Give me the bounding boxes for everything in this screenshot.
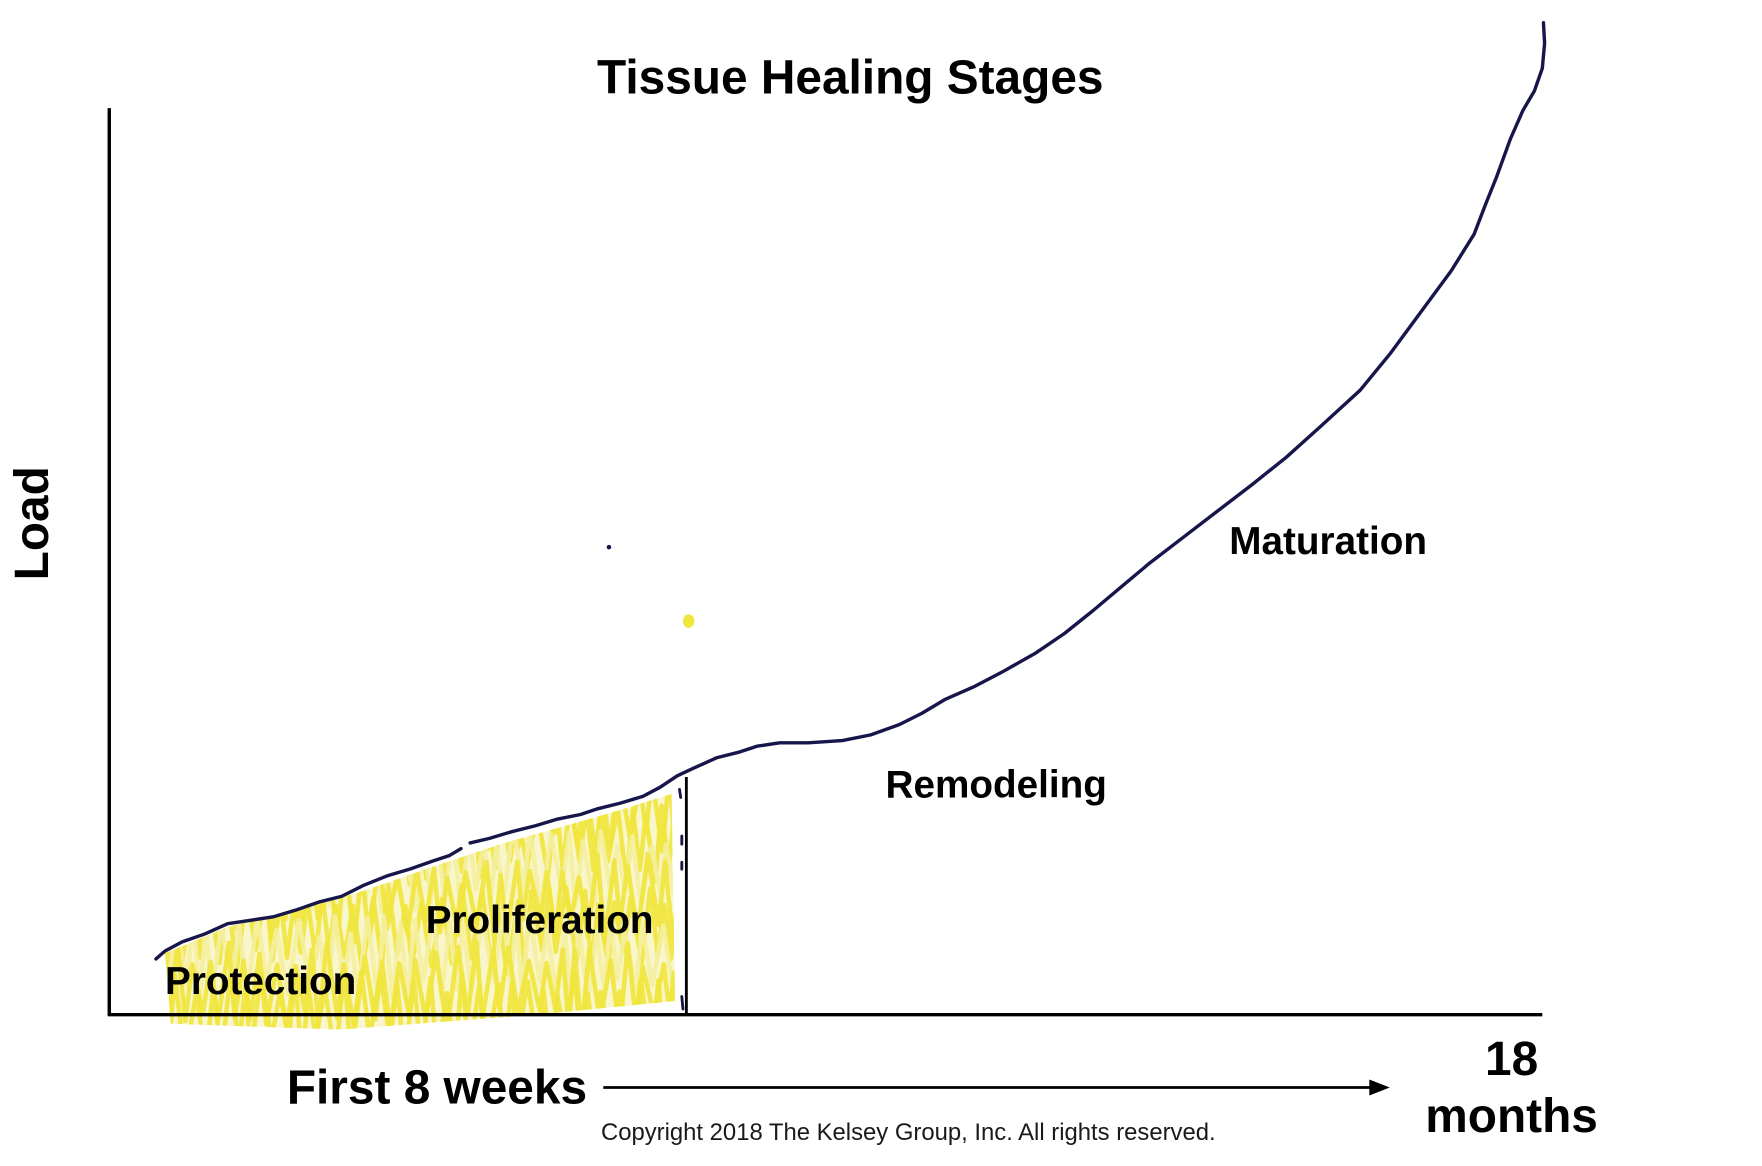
y-axis-label: Load — [6, 466, 59, 580]
stage-label-proliferation: Proliferation — [426, 899, 654, 942]
timeline-arrow-head — [1369, 1079, 1390, 1096]
x-axis-end-label-number: 18 — [1485, 1033, 1538, 1086]
stage-label-remodeling: Remodeling — [886, 763, 1107, 806]
healing-curve — [468, 21, 1547, 845]
phase-divider-dashes — [678, 788, 685, 1011]
stray-dot — [606, 544, 612, 550]
highlight-scribble-stroke — [165, 939, 675, 1030]
copyright-notice: Copyright 2018 The Kelsey Group, Inc. Al… — [601, 1119, 1216, 1146]
yellow-mark — [682, 614, 695, 628]
highlight-scribble-stroke — [165, 910, 675, 1004]
x-axis-end-label-unit: months — [1425, 1090, 1598, 1143]
healing-curve-early — [154, 846, 463, 961]
x-axis-start-label: First 8 weeks — [287, 1061, 587, 1114]
stage-label-maturation: Maturation — [1229, 520, 1427, 563]
chart-title: Tissue Healing Stages — [597, 51, 1103, 104]
stage-label-protection: Protection — [165, 960, 356, 1003]
